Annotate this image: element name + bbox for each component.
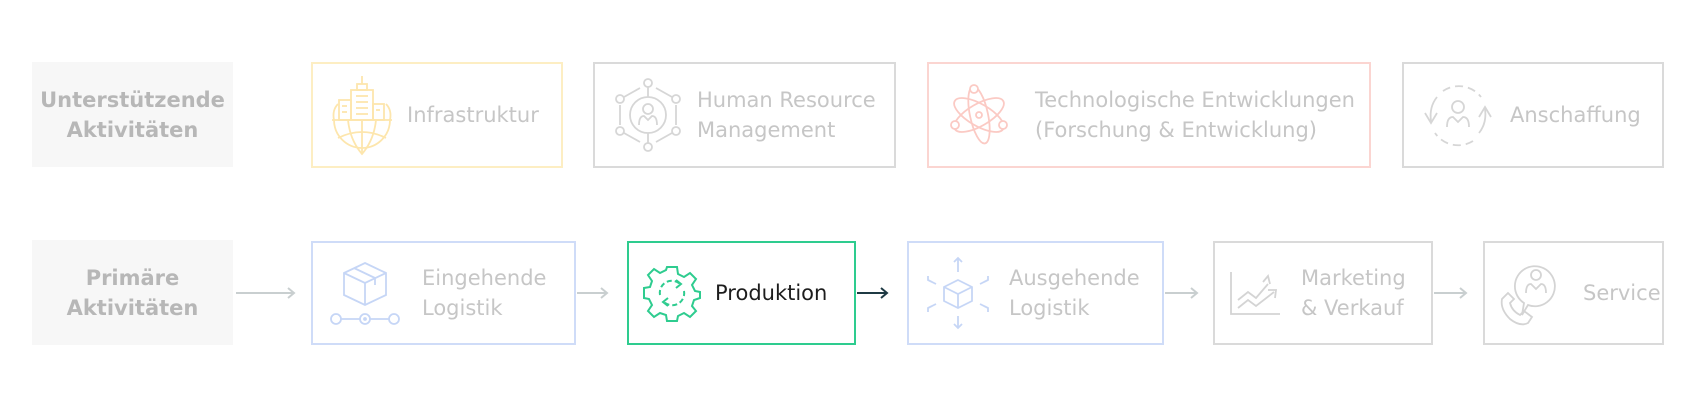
primary-activities-label: Primäre Aktivitäten [32, 240, 233, 345]
produktion-label: Produktion [715, 281, 828, 305]
arrow-label-to-eingehende [236, 287, 296, 299]
service-box[interactable]: Service [1483, 241, 1664, 345]
human-resource-box[interactable]: Human Resource Management [593, 62, 896, 168]
anschaffung-label: Anschaffung [1510, 103, 1641, 127]
growth-chart-icon [1229, 269, 1281, 317]
infrastruktur-box[interactable]: Infrastruktur [311, 62, 563, 168]
service-label: Service [1583, 281, 1661, 305]
human-resource-label: Human Resource Management [697, 88, 876, 142]
box-distribute-icon [923, 255, 993, 331]
box-route-icon [329, 258, 401, 328]
ausgehende-logistik-box[interactable]: Ausgehende Logistik [907, 241, 1164, 345]
arrow-ausgehende-to-marketing [1165, 287, 1199, 299]
eingehende-logistik-box[interactable]: Eingehende Logistik [311, 241, 576, 345]
person-cycle-icon [1420, 82, 1496, 148]
arrow-eingehende-to-produktion [577, 287, 609, 299]
atom-icon [949, 83, 1009, 147]
marketing-verkauf-label: Marketing & Verkauf [1301, 266, 1406, 320]
people-network-icon [615, 77, 681, 153]
infrastruktur-label: Infrastruktur [407, 103, 539, 127]
marketing-verkauf-box[interactable]: Marketing & Verkauf [1213, 241, 1433, 345]
anschaffung-box[interactable]: Anschaffung [1402, 62, 1664, 168]
city-globe-icon [329, 73, 395, 157]
arrow-produktion-to-ausgehende [857, 287, 889, 299]
technologie-label: Technologische Entwicklungen (Forschung … [1035, 88, 1355, 142]
produktion-box[interactable]: Produktion [627, 241, 856, 345]
ausgehende-logistik-label: Ausgehende Logistik [1009, 266, 1140, 320]
technologie-box[interactable]: Technologische Entwicklungen (Forschung … [927, 62, 1371, 168]
arrow-marketing-to-service [1434, 287, 1468, 299]
gear-cycle-icon [643, 264, 701, 322]
eingehende-logistik-label: Eingehende Logistik [422, 266, 547, 320]
phone-support-icon [1497, 258, 1559, 328]
support-activities-label: Unterstützende Aktivitäten [32, 62, 233, 167]
